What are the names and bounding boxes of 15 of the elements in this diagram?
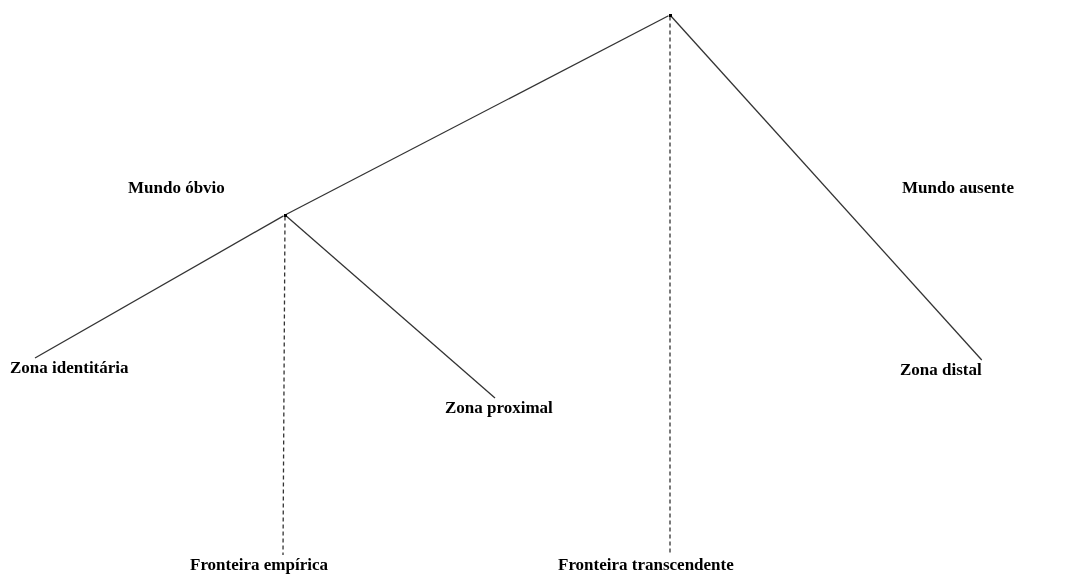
node-label: Zona distal: [900, 360, 982, 380]
node-label: Fronteira transcendente: [558, 555, 734, 575]
branch-line: [285, 15, 670, 215]
branch-label: Mundo ausente: [902, 178, 1014, 198]
branch-line: [34, 215, 285, 359]
junction-point: [668, 13, 672, 17]
branch-line: [285, 215, 496, 399]
dashed-line: [669, 15, 671, 556]
node-label: Fronteira empírica: [190, 555, 328, 575]
junction-point: [283, 213, 287, 217]
node-label: Zona proximal: [445, 398, 553, 418]
node-label: Zona identitária: [10, 358, 129, 378]
dashed-line: [282, 215, 286, 556]
branch-line: [670, 15, 983, 361]
node-caption: Mundo óbvio: [128, 178, 225, 198]
